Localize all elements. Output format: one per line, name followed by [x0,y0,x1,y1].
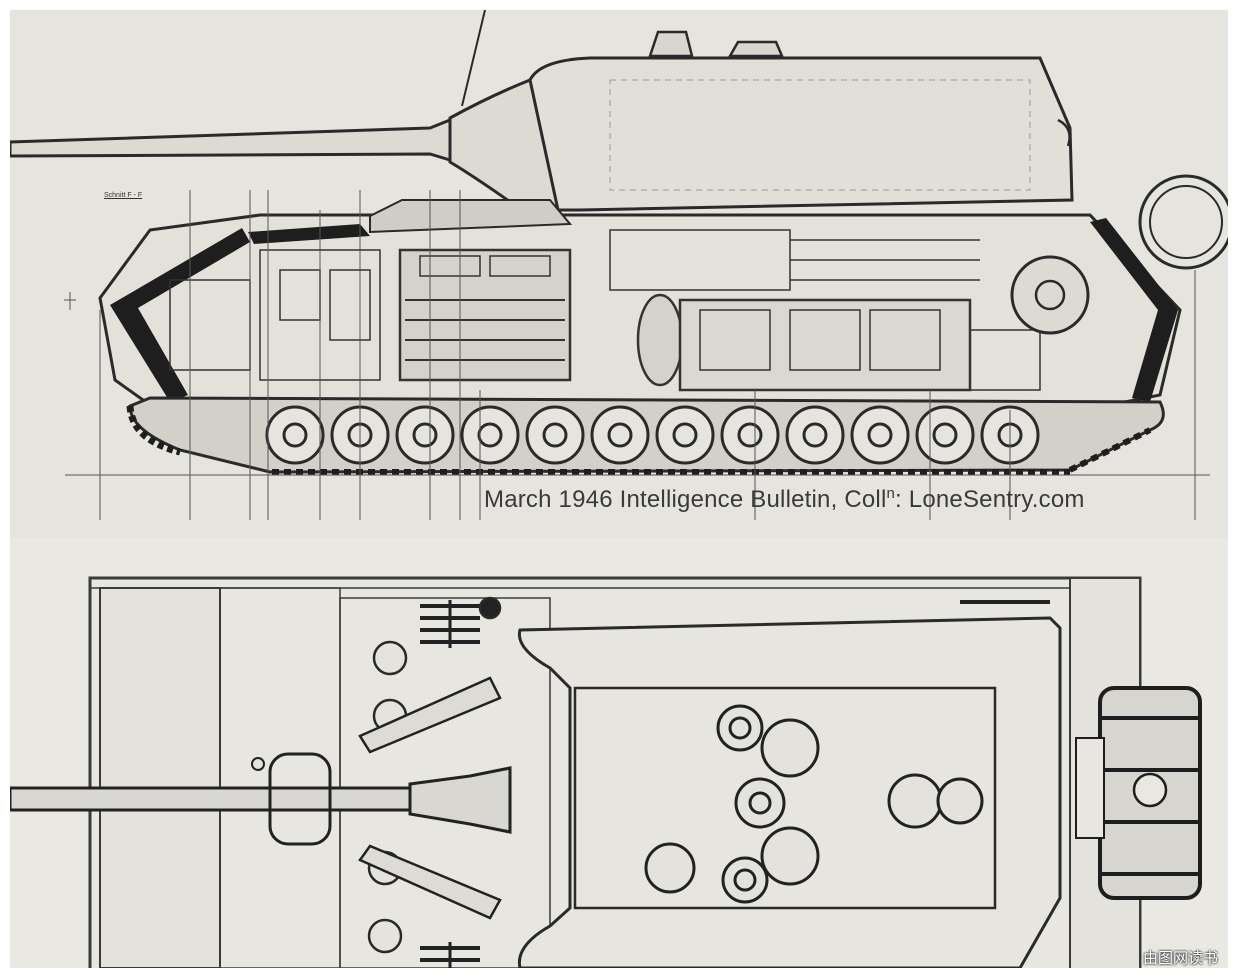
engine-deck-grilles [420,600,1050,968]
caption-superscript: n [886,485,896,502]
transmission-generator [609,229,1041,392]
top-down-view: 由图网读书 [10,538,1228,968]
side-view-drawing [10,10,1228,520]
engine-block [169,248,572,382]
blueprint-frame: Schnitt F - F March 1946 Intelligence Bu… [10,10,1228,968]
gun-barrel-top [10,676,512,920]
caption-suffix: : LoneSentry.com [895,486,1085,513]
caption-credit: March 1946 Intelligence Bulletin, Colln:… [484,485,1085,514]
turret-cupolas [644,704,984,904]
drive-sprocket [1010,174,1228,335]
side-cutaway-view: Schnitt F - F March 1946 Intelligence Bu… [10,10,1228,538]
section-label: Schnitt F - F [104,192,143,199]
callout-leader-lines [64,190,1210,520]
rear-drum [1075,686,1202,900]
top-view-drawing [10,576,1202,968]
corner-watermark: 由图网读书 [1142,950,1218,967]
gun-barrel-side [10,10,560,218]
caption-text: March 1946 Intelligence Bulletin, Coll [484,486,887,513]
turret-side [528,30,1074,212]
